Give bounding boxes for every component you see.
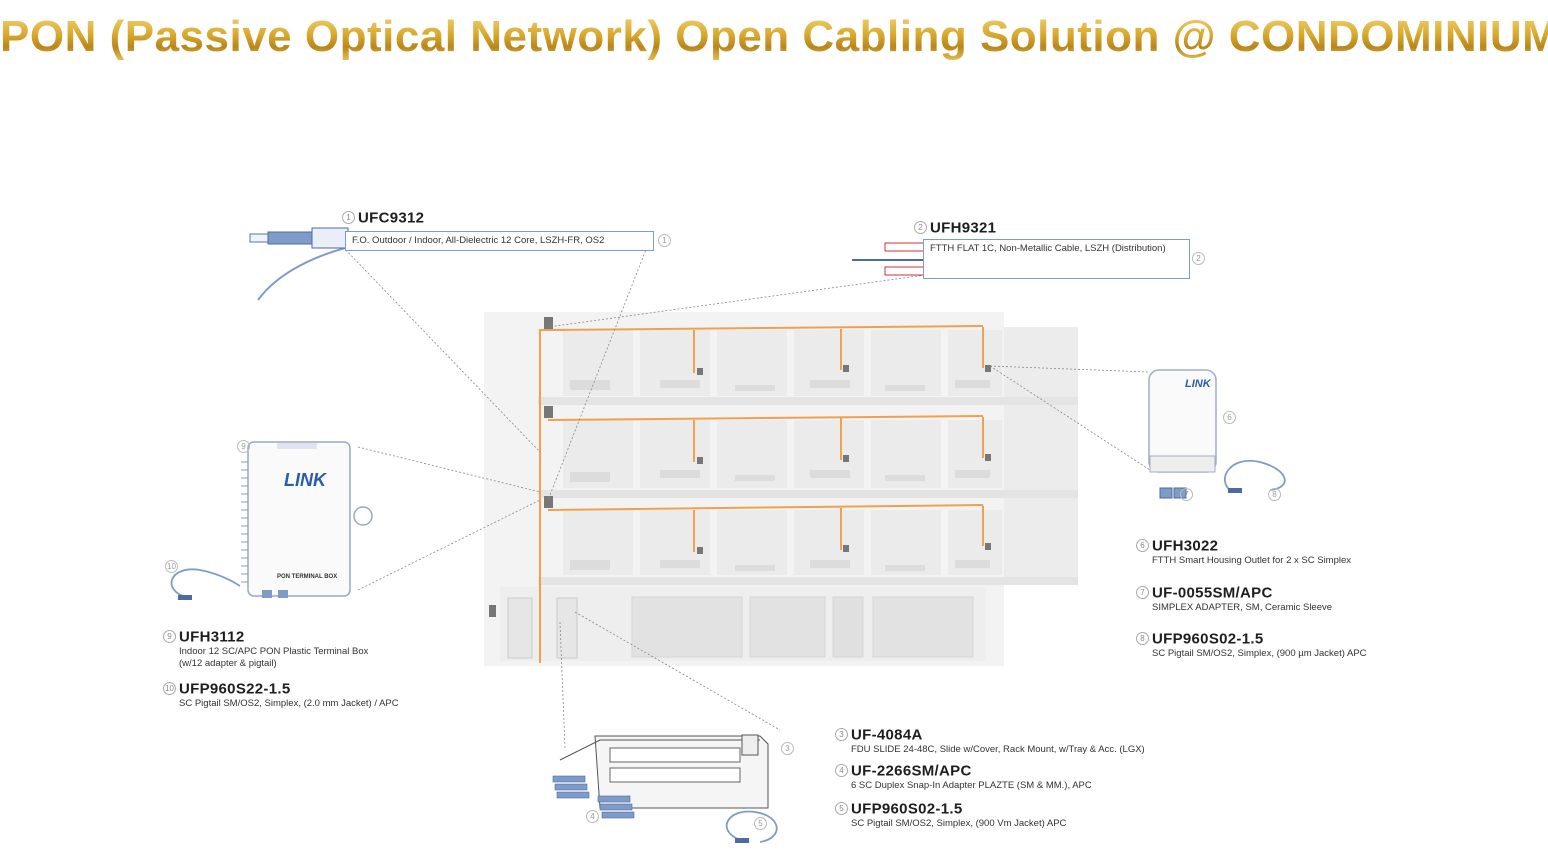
outdoor-cable-graphic <box>249 227 349 301</box>
cable-1-code: UFC9312 <box>358 209 425 227</box>
product-code: UF-4084A <box>851 726 923 744</box>
cable-2-end-number: 2 <box>1192 252 1205 265</box>
cable-1-number: 1 <box>342 211 355 225</box>
product-description-line2: (w/12 adapter & pigtail) <box>179 658 277 669</box>
product-number: 5 <box>835 802 848 816</box>
product-number: 7 <box>1136 586 1149 600</box>
product-code: UF-0055SM/APC <box>1152 584 1273 602</box>
rack-adapter-number: 4 <box>586 810 599 823</box>
building-illustration <box>484 312 1078 666</box>
product-description: SIMPLEX ADAPTER, SM, Ceramic Sleeve <box>1152 602 1333 613</box>
cable-2-number: 2 <box>914 221 927 235</box>
outlet-number: 6 <box>1223 411 1236 424</box>
product-description: Indoor 12 SC/APC PON Plastic Terminal Bo… <box>179 646 369 657</box>
cable-1-description: F.O. Outdoor / Indoor, All-Dielectric 12… <box>345 231 654 251</box>
product-number: 4 <box>835 764 848 778</box>
rack-fdu-graphic <box>552 734 778 843</box>
terminal-box-number: 9 <box>237 440 250 453</box>
outlet-logo: LINK <box>1185 378 1211 390</box>
outlet-adapter-number: 7 <box>1180 488 1193 501</box>
product-description: FTTH Smart Housing Outlet for 2 x SC Sim… <box>1152 555 1352 566</box>
outlet-box-graphic <box>1148 369 1286 499</box>
product-code: UF-2266SM/APC <box>851 762 972 780</box>
terminal-pigtail-number: 10 <box>165 560 178 573</box>
product-number: 3 <box>835 728 848 742</box>
product-number: 9 <box>163 630 176 644</box>
terminal-box-logo: LINK <box>284 470 326 490</box>
rack-number: 3 <box>781 742 794 755</box>
cable-2-description: FTTH FLAT 1C, Non-Metallic Cable, LSZH (… <box>923 239 1190 279</box>
terminal-box-graphic <box>170 441 373 600</box>
product-description: SC Pigtail SM/OS2, Simplex, (2.0 mm Jack… <box>179 698 399 709</box>
product-description: SC Pigtail SM/OS2, Simplex, (900 Vm Jack… <box>851 818 1067 829</box>
product-description: FDU SLIDE 24-48C, Slide w/Cover, Rack Mo… <box>851 744 1145 755</box>
product-number: 10 <box>163 682 176 696</box>
fiber-routing <box>539 325 984 663</box>
product-code: UFP960S02-1.5 <box>851 800 963 818</box>
rack-pigtail-number: 5 <box>754 817 767 830</box>
product-code: UFH3022 <box>1152 537 1219 555</box>
cable-1-end-number: 1 <box>658 234 671 247</box>
terminal-box-label: PON TERMINAL BOX <box>277 574 338 580</box>
product-code: UFH3112 <box>179 628 245 646</box>
page-title: PON (Passive Optical Network) Open Cabli… <box>0 12 1548 61</box>
flat-cable-graphic <box>852 242 926 276</box>
product-number: 8 <box>1136 632 1149 646</box>
product-code: UFP960S22-1.5 <box>179 680 291 698</box>
product-number: 6 <box>1136 539 1149 553</box>
cable-2-code: UFH9321 <box>930 219 997 237</box>
product-description: SC Pigtail SM/OS2, Simplex, (900 µm Jack… <box>1152 648 1367 659</box>
outlet-pigtail-number: 8 <box>1268 488 1281 501</box>
product-description: 6 SC Duplex Snap-In Adapter PLAZTE (SM &… <box>851 780 1092 791</box>
product-code: UFP960S02-1.5 <box>1152 630 1264 648</box>
